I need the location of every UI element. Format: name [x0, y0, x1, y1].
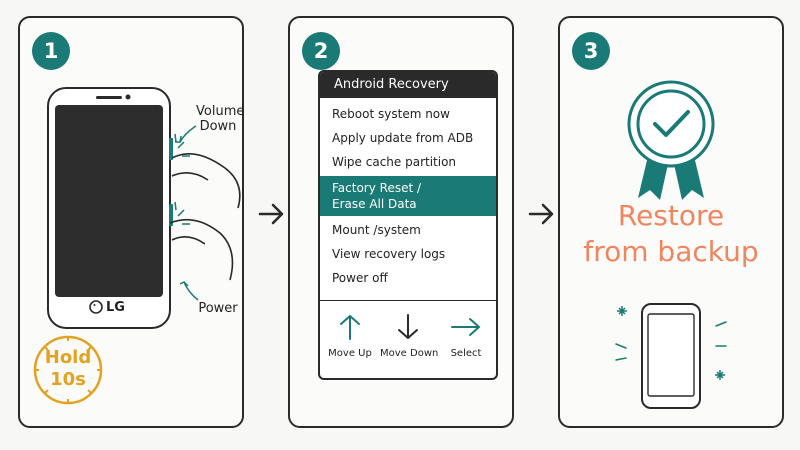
- restore-line1: Restore: [617, 199, 725, 232]
- step-3-badge: 3: [572, 32, 610, 70]
- menu-item-view-logs[interactable]: View recovery logs: [332, 247, 446, 261]
- arrow-up-icon: [340, 315, 360, 340]
- arrow-right-icon: [258, 203, 284, 225]
- step-2-panel: 2 Android Recovery Reboot system now App…: [288, 16, 514, 428]
- checkmark-ribbon-icon: [627, 80, 715, 200]
- move-up-button[interactable]: Move Up: [322, 312, 378, 359]
- menu-item-power-off[interactable]: Power off: [332, 271, 388, 285]
- arrow-right-icon: [451, 318, 480, 336]
- menu-item-wipe-cache[interactable]: Wipe cache partition: [332, 155, 457, 169]
- menu-item-factory-reset[interactable]: Factory Reset / Erase All Data: [320, 176, 496, 216]
- menu-item-apply-update[interactable]: Apply update from ADB: [332, 131, 474, 145]
- arrow-right-icon: [528, 203, 554, 225]
- step-3-panel: 3 Restore from backup: [558, 16, 784, 428]
- brand-label: LG: [106, 300, 125, 315]
- restore-heading: Restore from backup: [560, 198, 782, 270]
- arrow-down-icon: [398, 314, 418, 339]
- step-1-panel: 1 LG Volume Down Power Hold: [18, 16, 244, 428]
- menu-item-reboot[interactable]: Reboot system now: [332, 107, 450, 121]
- lg-phone-illustration: [47, 87, 241, 329]
- power-label: Power: [198, 301, 238, 316]
- volume-down-label: Volume Down: [196, 104, 245, 134]
- move-up-label: Move Up: [328, 348, 372, 359]
- hold-text-line1: Hold: [44, 347, 92, 368]
- select-label: Select: [450, 348, 482, 359]
- hold-timer: Hold 10s: [30, 332, 106, 408]
- recovery-menu: Android Recovery Reboot system now Apply…: [318, 70, 498, 380]
- timer-icon: [33, 335, 103, 405]
- menu-item-mount-system[interactable]: Mount /system: [332, 223, 421, 237]
- select-button[interactable]: Select: [438, 312, 494, 359]
- hold-text-line2: 10s: [50, 369, 86, 390]
- move-down-label: Move Down: [380, 348, 439, 359]
- step-2-badge: 2: [302, 32, 340, 70]
- recovery-title: Android Recovery: [320, 72, 496, 98]
- nav-divider: [320, 300, 496, 301]
- restore-line2: from backup: [583, 235, 759, 268]
- move-down-button[interactable]: Move Down: [380, 312, 439, 359]
- step-1-badge: 1: [32, 32, 70, 70]
- restored-phone-icon: [615, 303, 727, 409]
